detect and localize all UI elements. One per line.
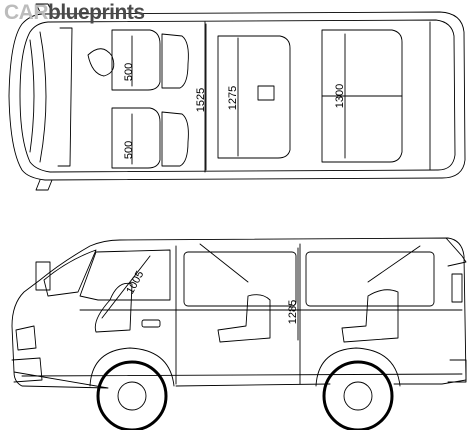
side-bumper-rear xyxy=(447,359,467,383)
side-mirror xyxy=(35,261,51,291)
side-window-rear xyxy=(305,251,435,307)
top-seat-rear xyxy=(321,29,403,163)
top-mirror-left xyxy=(35,3,53,13)
side-rear-wheel xyxy=(322,360,394,432)
top-mirror-right xyxy=(35,179,53,191)
logo-car-text: CAR xyxy=(4,1,49,24)
side-bumper-front xyxy=(11,357,43,383)
top-seat-front-left xyxy=(111,29,161,91)
side-dim-1005-line xyxy=(101,255,151,319)
side-view xyxy=(11,237,467,432)
top-dashboard xyxy=(57,27,73,167)
side-body-outline xyxy=(11,237,467,389)
top-windshield xyxy=(39,31,47,163)
side-seat-mid xyxy=(217,294,271,343)
side-front-wheel xyxy=(96,360,168,432)
top-seat-front-left-back xyxy=(161,33,189,89)
top-dim-1300-label: 1300 xyxy=(334,84,346,108)
top-view xyxy=(8,3,466,191)
carblueprints-logo: CARblueprints xyxy=(4,1,145,25)
side-window-mid xyxy=(183,251,297,307)
side-front-door-window xyxy=(79,249,171,301)
top-dim-1275-label: 1275 xyxy=(227,86,239,110)
top-dim-500b-label: 500 xyxy=(123,141,135,159)
top-bonnet-line xyxy=(29,39,35,153)
top-dim-500a-label: 500 xyxy=(123,63,135,81)
side-seat-front xyxy=(94,282,133,333)
top-dim-1525-label: 1525 xyxy=(195,88,207,112)
top-inner-outline xyxy=(19,19,456,173)
top-seat-front-right xyxy=(111,107,161,169)
logo-blueprints-text: blueprints xyxy=(48,1,145,24)
side-roof-diag-1 xyxy=(199,243,249,283)
top-seat-mid-center xyxy=(257,85,275,101)
top-body-outline xyxy=(8,11,466,181)
side-rear-wheel-rim xyxy=(343,381,373,411)
side-dim-1005-label: 1005 xyxy=(124,269,146,296)
top-steering-wheel xyxy=(87,48,115,77)
side-roof-diag-2 xyxy=(367,245,421,283)
side-rocker-line xyxy=(21,373,463,377)
side-windshield xyxy=(43,249,97,297)
side-front-wheel-rim xyxy=(117,381,147,411)
side-dim-1285-label: 1285 xyxy=(287,300,299,324)
side-rear-lamp xyxy=(451,273,463,303)
side-seat-rear xyxy=(341,289,399,343)
side-door-handle xyxy=(141,319,161,328)
top-seat-mid xyxy=(217,35,291,159)
side-headlight xyxy=(15,325,37,351)
top-seat-front-right-back xyxy=(161,111,189,167)
side-rear-wheel-arch xyxy=(315,347,401,387)
side-front-wheel-arch xyxy=(89,347,175,387)
side-roof-spoiler xyxy=(445,237,467,267)
